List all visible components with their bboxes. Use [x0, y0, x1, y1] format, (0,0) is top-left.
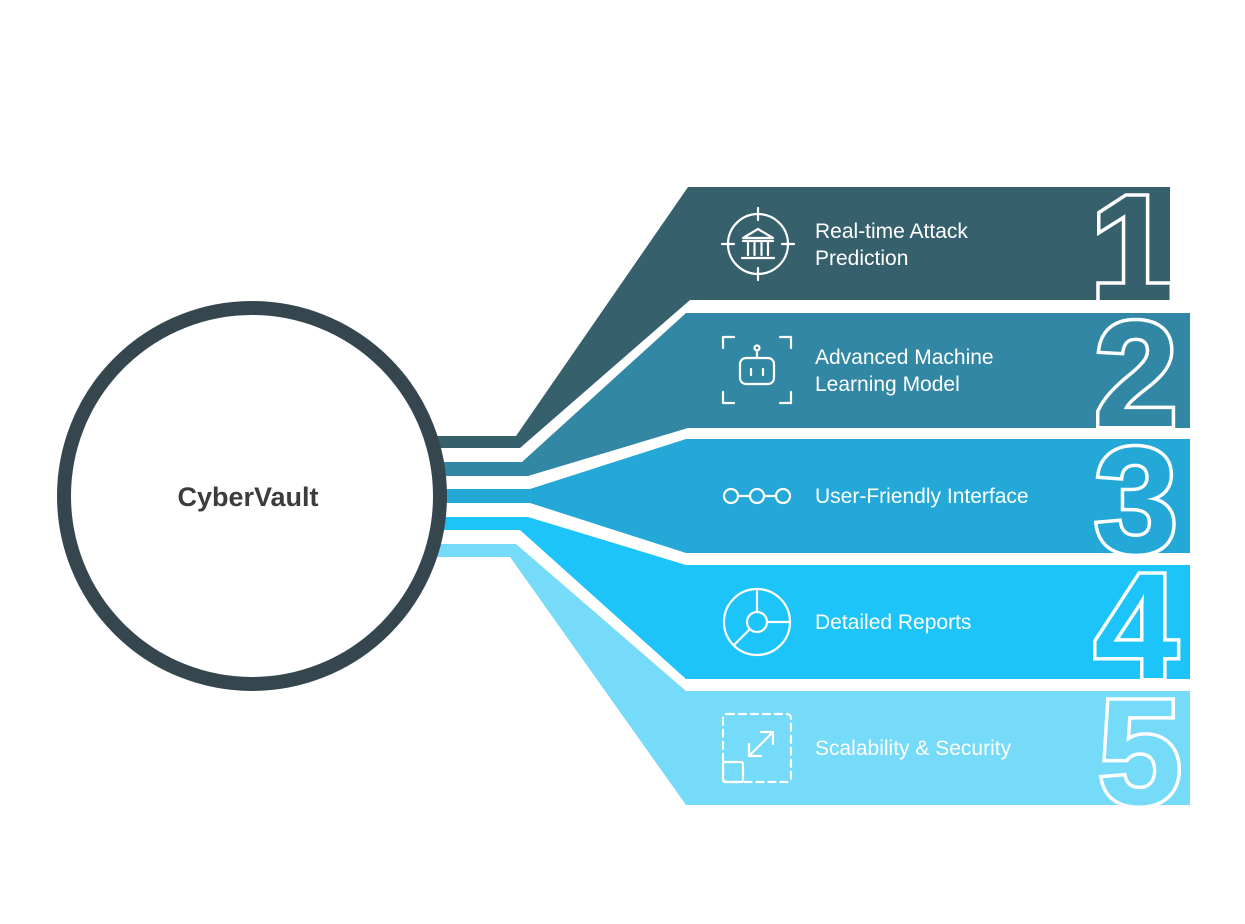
step-number-3: 3: [1094, 416, 1177, 584]
item-2-label: Advanced Machine Learning Model: [815, 346, 999, 396]
step-number-1: 1: [1090, 164, 1173, 332]
expand-arrows-icon: [721, 712, 793, 784]
robot-face-icon: [721, 335, 793, 405]
pie-chart-icon: [722, 587, 792, 657]
connected-nodes-icon: [722, 487, 792, 505]
center-title: CyberVault: [177, 482, 318, 512]
center-hub: CyberVault: [57, 301, 447, 691]
band-4: [430, 517, 1190, 679]
step-number-4: 4: [1094, 542, 1177, 710]
bank-target-icon: [720, 206, 796, 282]
step-number-2: 2: [1094, 290, 1177, 458]
band-2: [428, 313, 1190, 476]
band-3: [432, 439, 1190, 553]
item-5-label: Scalability & Security: [815, 737, 1012, 760]
item-3-label: User-Friendly Interface: [815, 485, 1029, 508]
band-5: [426, 544, 1190, 805]
band-1: [428, 187, 1170, 448]
step-number-5: 5: [1098, 668, 1181, 836]
item-1-label: Real-time Attack Prediction: [815, 220, 974, 270]
item-4-label: Detailed Reports: [815, 611, 971, 634]
